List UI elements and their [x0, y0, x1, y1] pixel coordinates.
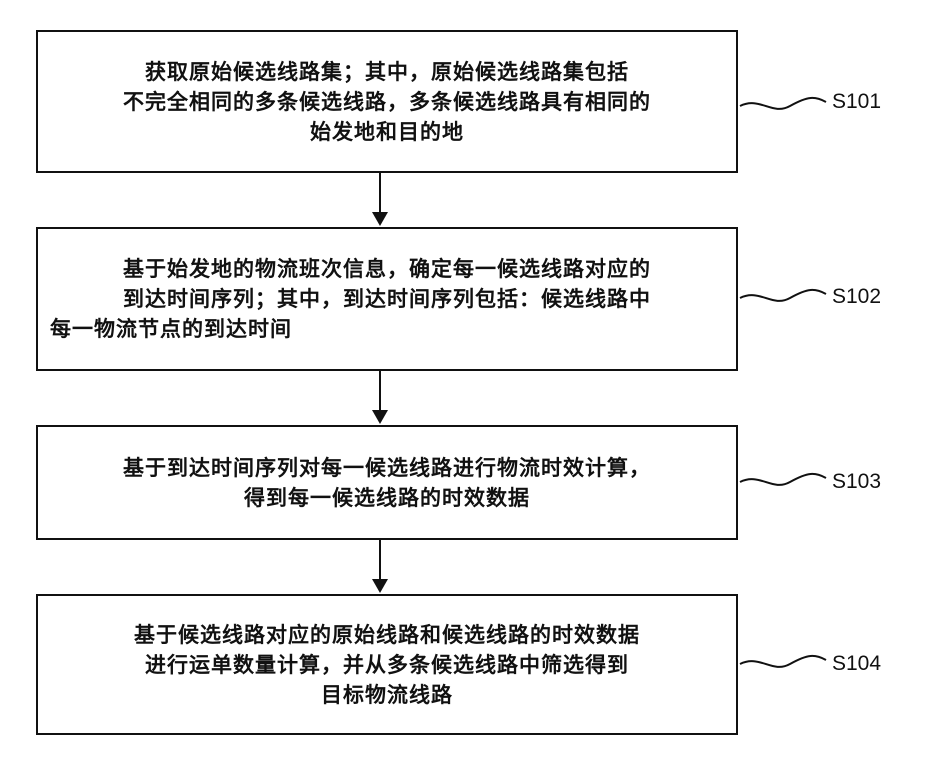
- step-box-s104: 基于候选线路对应的原始线路和候选线路的时效数据 进行运单数量计算，并从多条候选线…: [36, 594, 738, 735]
- leader-line-s102: [740, 290, 826, 301]
- step-label-s102: S102: [832, 285, 881, 309]
- step-s103-line-2: 得到每一候选线路的时效数据: [244, 483, 530, 513]
- step-s104-line-1: 基于候选线路对应的原始线路和候选线路的时效数据: [134, 620, 640, 650]
- arrowhead-s102-to-s103: [372, 410, 388, 424]
- step-box-s103: 基于到达时间序列对每一候选线路进行物流时效计算， 得到每一候选线路的时效数据: [36, 425, 738, 540]
- step-s102-line-3: 每一物流节点的到达时间: [50, 314, 292, 344]
- leader-line-s101: [740, 98, 826, 109]
- leader-line-s104: [740, 656, 826, 667]
- step-box-s102: 基于始发地的物流班次信息，确定每一候选线路对应的 到达时间序列；其中，到达时间序…: [36, 227, 738, 371]
- step-s103-line-1: 基于到达时间序列对每一候选线路进行物流时效计算，: [123, 453, 651, 483]
- step-s104-line-3: 目标物流线路: [321, 680, 453, 710]
- arrowhead-s101-to-s102: [372, 212, 388, 226]
- step-s101-line-2: 不完全相同的多条候选线路，多条候选线路具有相同的: [123, 87, 651, 117]
- step-label-s101: S101: [832, 90, 881, 114]
- arrowhead-s103-to-s104: [372, 579, 388, 593]
- leader-line-s103: [740, 474, 826, 485]
- step-s104-line-2: 进行运单数量计算，并从多条候选线路中筛选得到: [145, 650, 629, 680]
- step-s102-line-2: 到达时间序列；其中，到达时间序列包括：候选线路中: [123, 284, 651, 314]
- step-s102-line-1: 基于始发地的物流班次信息，确定每一候选线路对应的: [123, 254, 651, 284]
- step-s101-line-3: 始发地和目的地: [310, 117, 464, 147]
- step-label-s103: S103: [832, 470, 881, 494]
- step-box-s101: 获取原始候选线路集；其中，原始候选线路集包括 不完全相同的多条候选线路，多条候选…: [36, 30, 738, 173]
- step-s101-line-1: 获取原始候选线路集；其中，原始候选线路集包括: [145, 57, 629, 87]
- step-label-s104: S104: [832, 652, 881, 676]
